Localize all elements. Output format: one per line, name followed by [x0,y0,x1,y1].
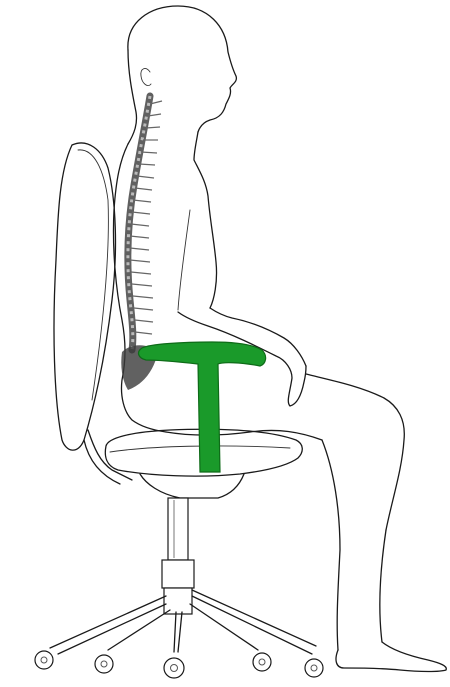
caster [95,655,113,673]
caster [35,651,53,669]
chair-base [35,498,323,678]
t-shaped-armrest-icon [139,342,266,472]
caster [253,653,271,671]
caster [305,659,323,677]
caster [164,658,184,678]
